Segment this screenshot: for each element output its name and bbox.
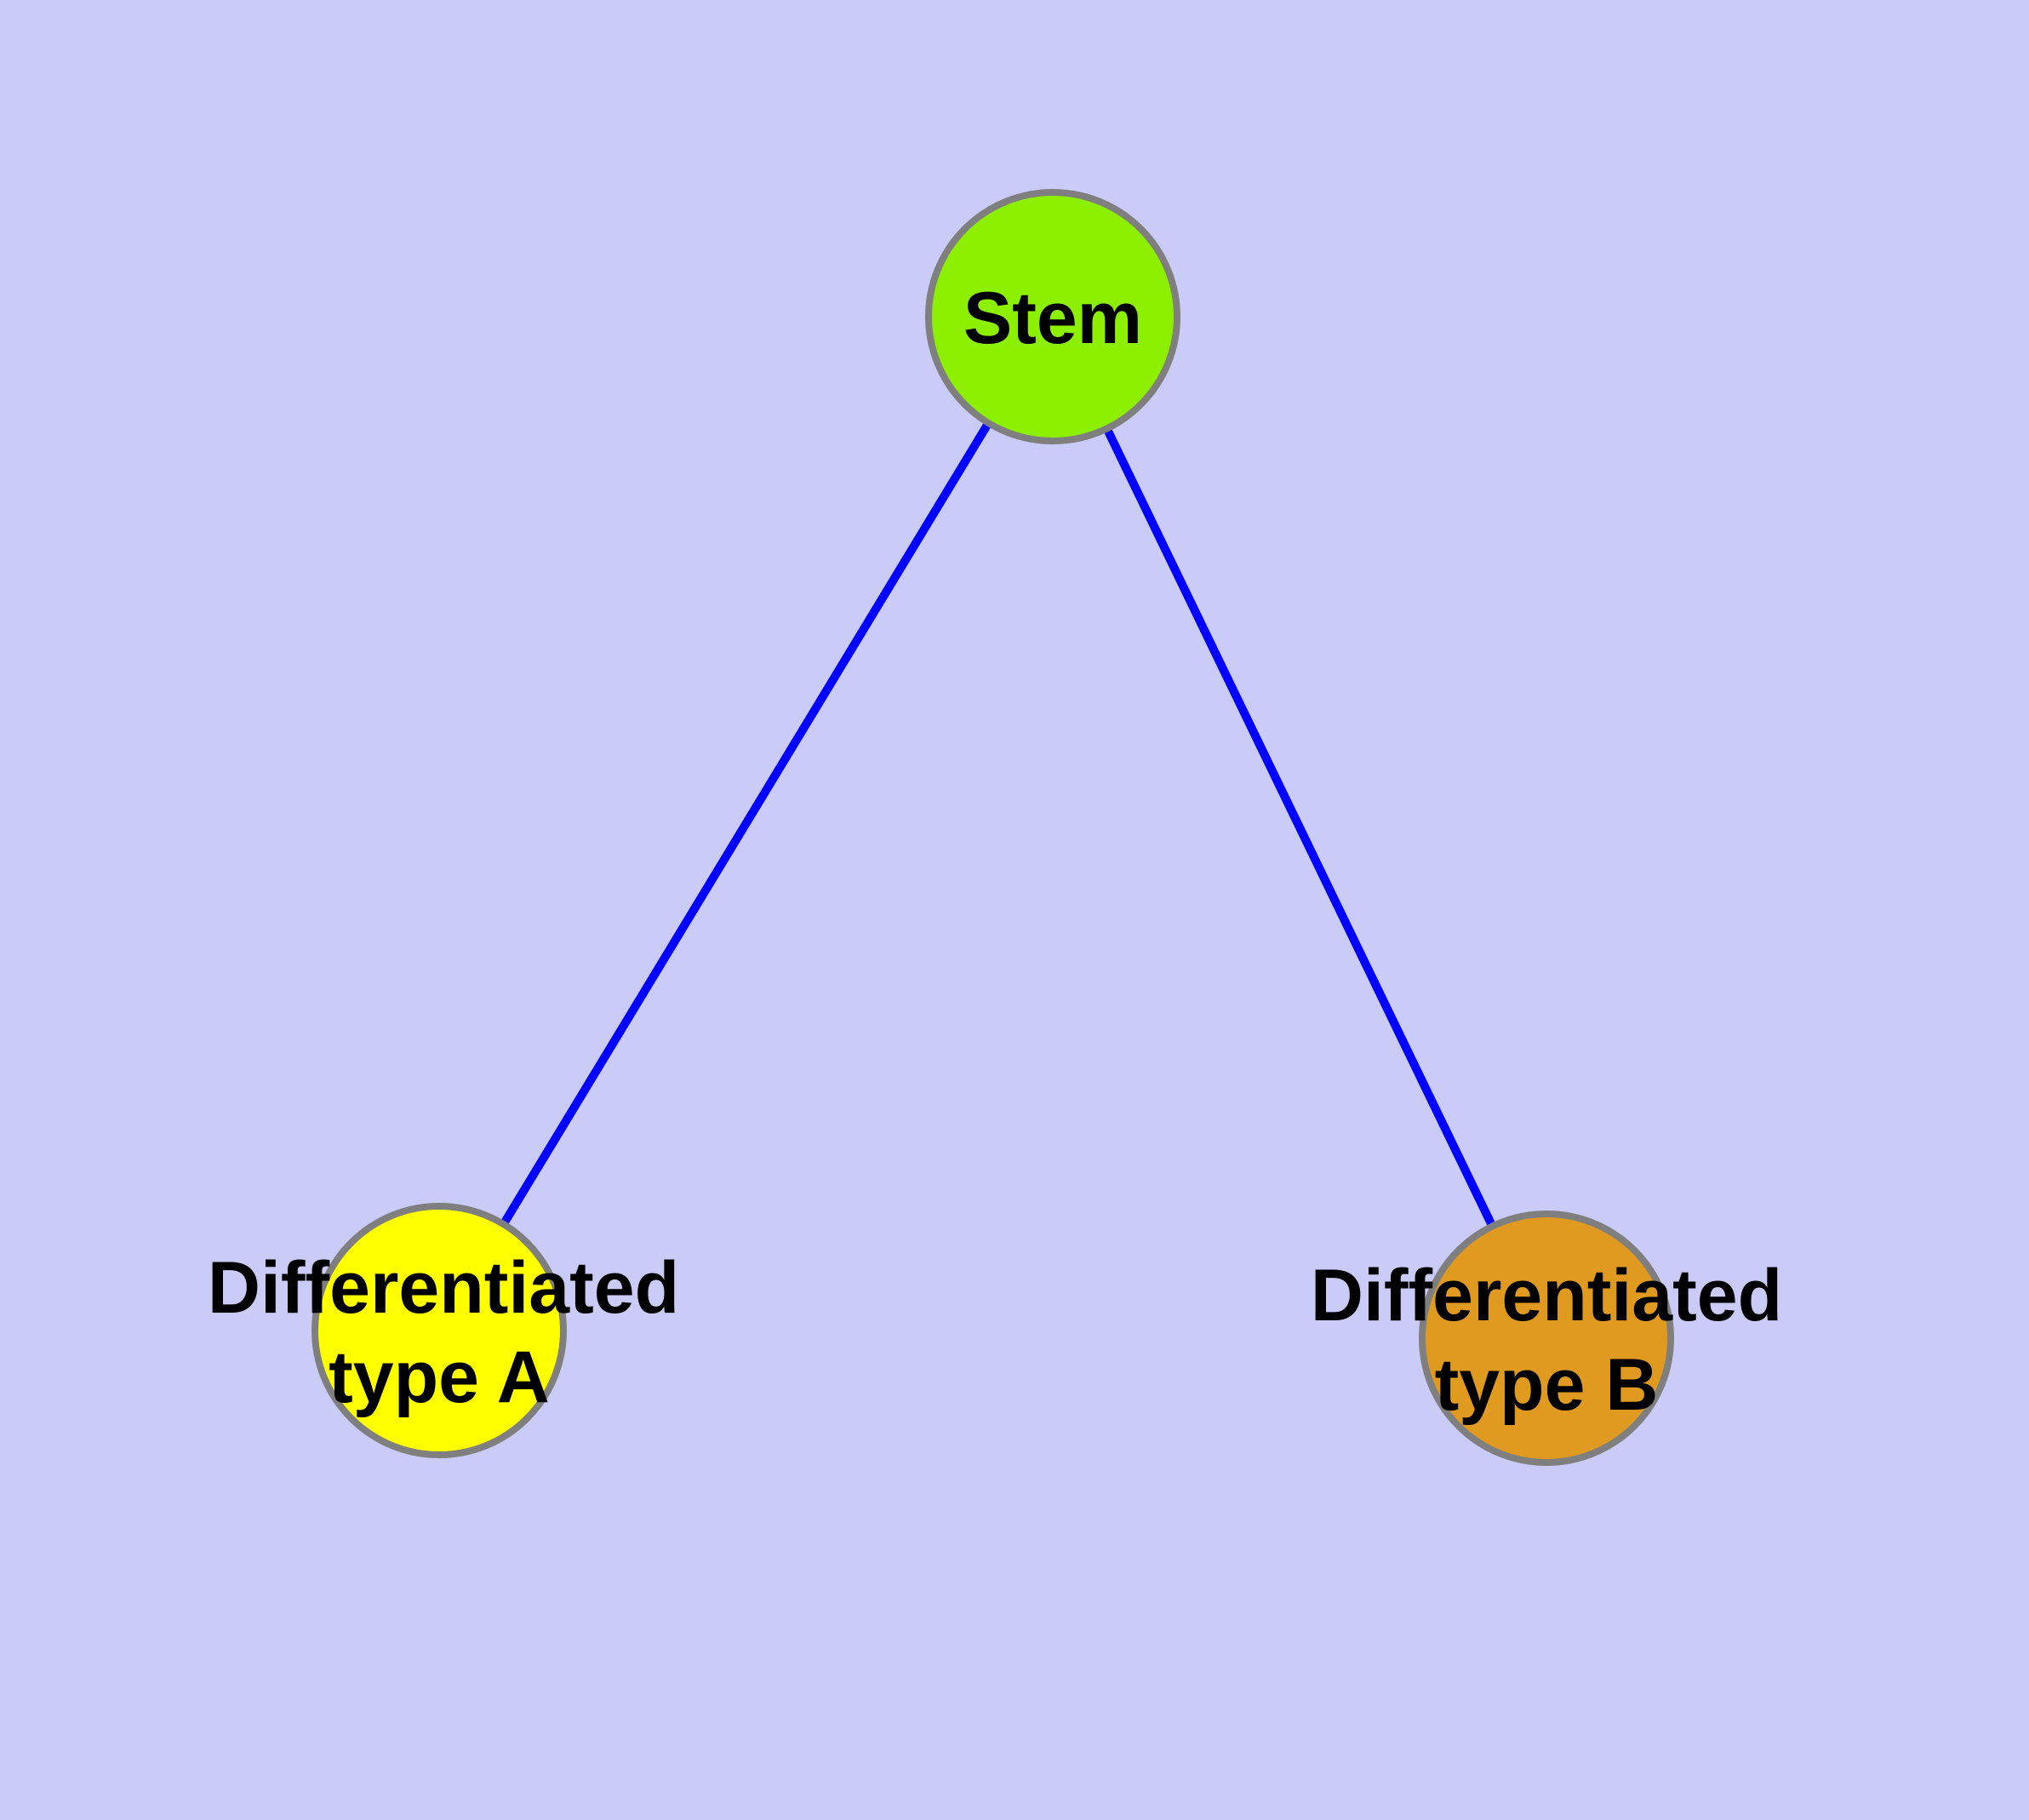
node-stem-circle <box>925 189 1180 444</box>
node-differentiated-type-a-label-line1: Differentiated <box>208 1247 679 1329</box>
node-differentiated-type-b-label-line1: Differentiated <box>1311 1255 1782 1336</box>
node-differentiated-type-b-label-line2: type B <box>1435 1344 1659 1426</box>
edge-stem-to-differentiated-type-a <box>435 314 1057 1333</box>
node-differentiated-type-b-circle <box>1419 1210 1674 1466</box>
node-stem-label: Stem <box>963 278 1142 359</box>
edge-stem-to-differentiated-type-b <box>1049 314 1551 1341</box>
node-differentiated-type-a-circle <box>311 1203 567 1458</box>
node-differentiated-type-a-label-line2: type A <box>329 1336 550 1418</box>
